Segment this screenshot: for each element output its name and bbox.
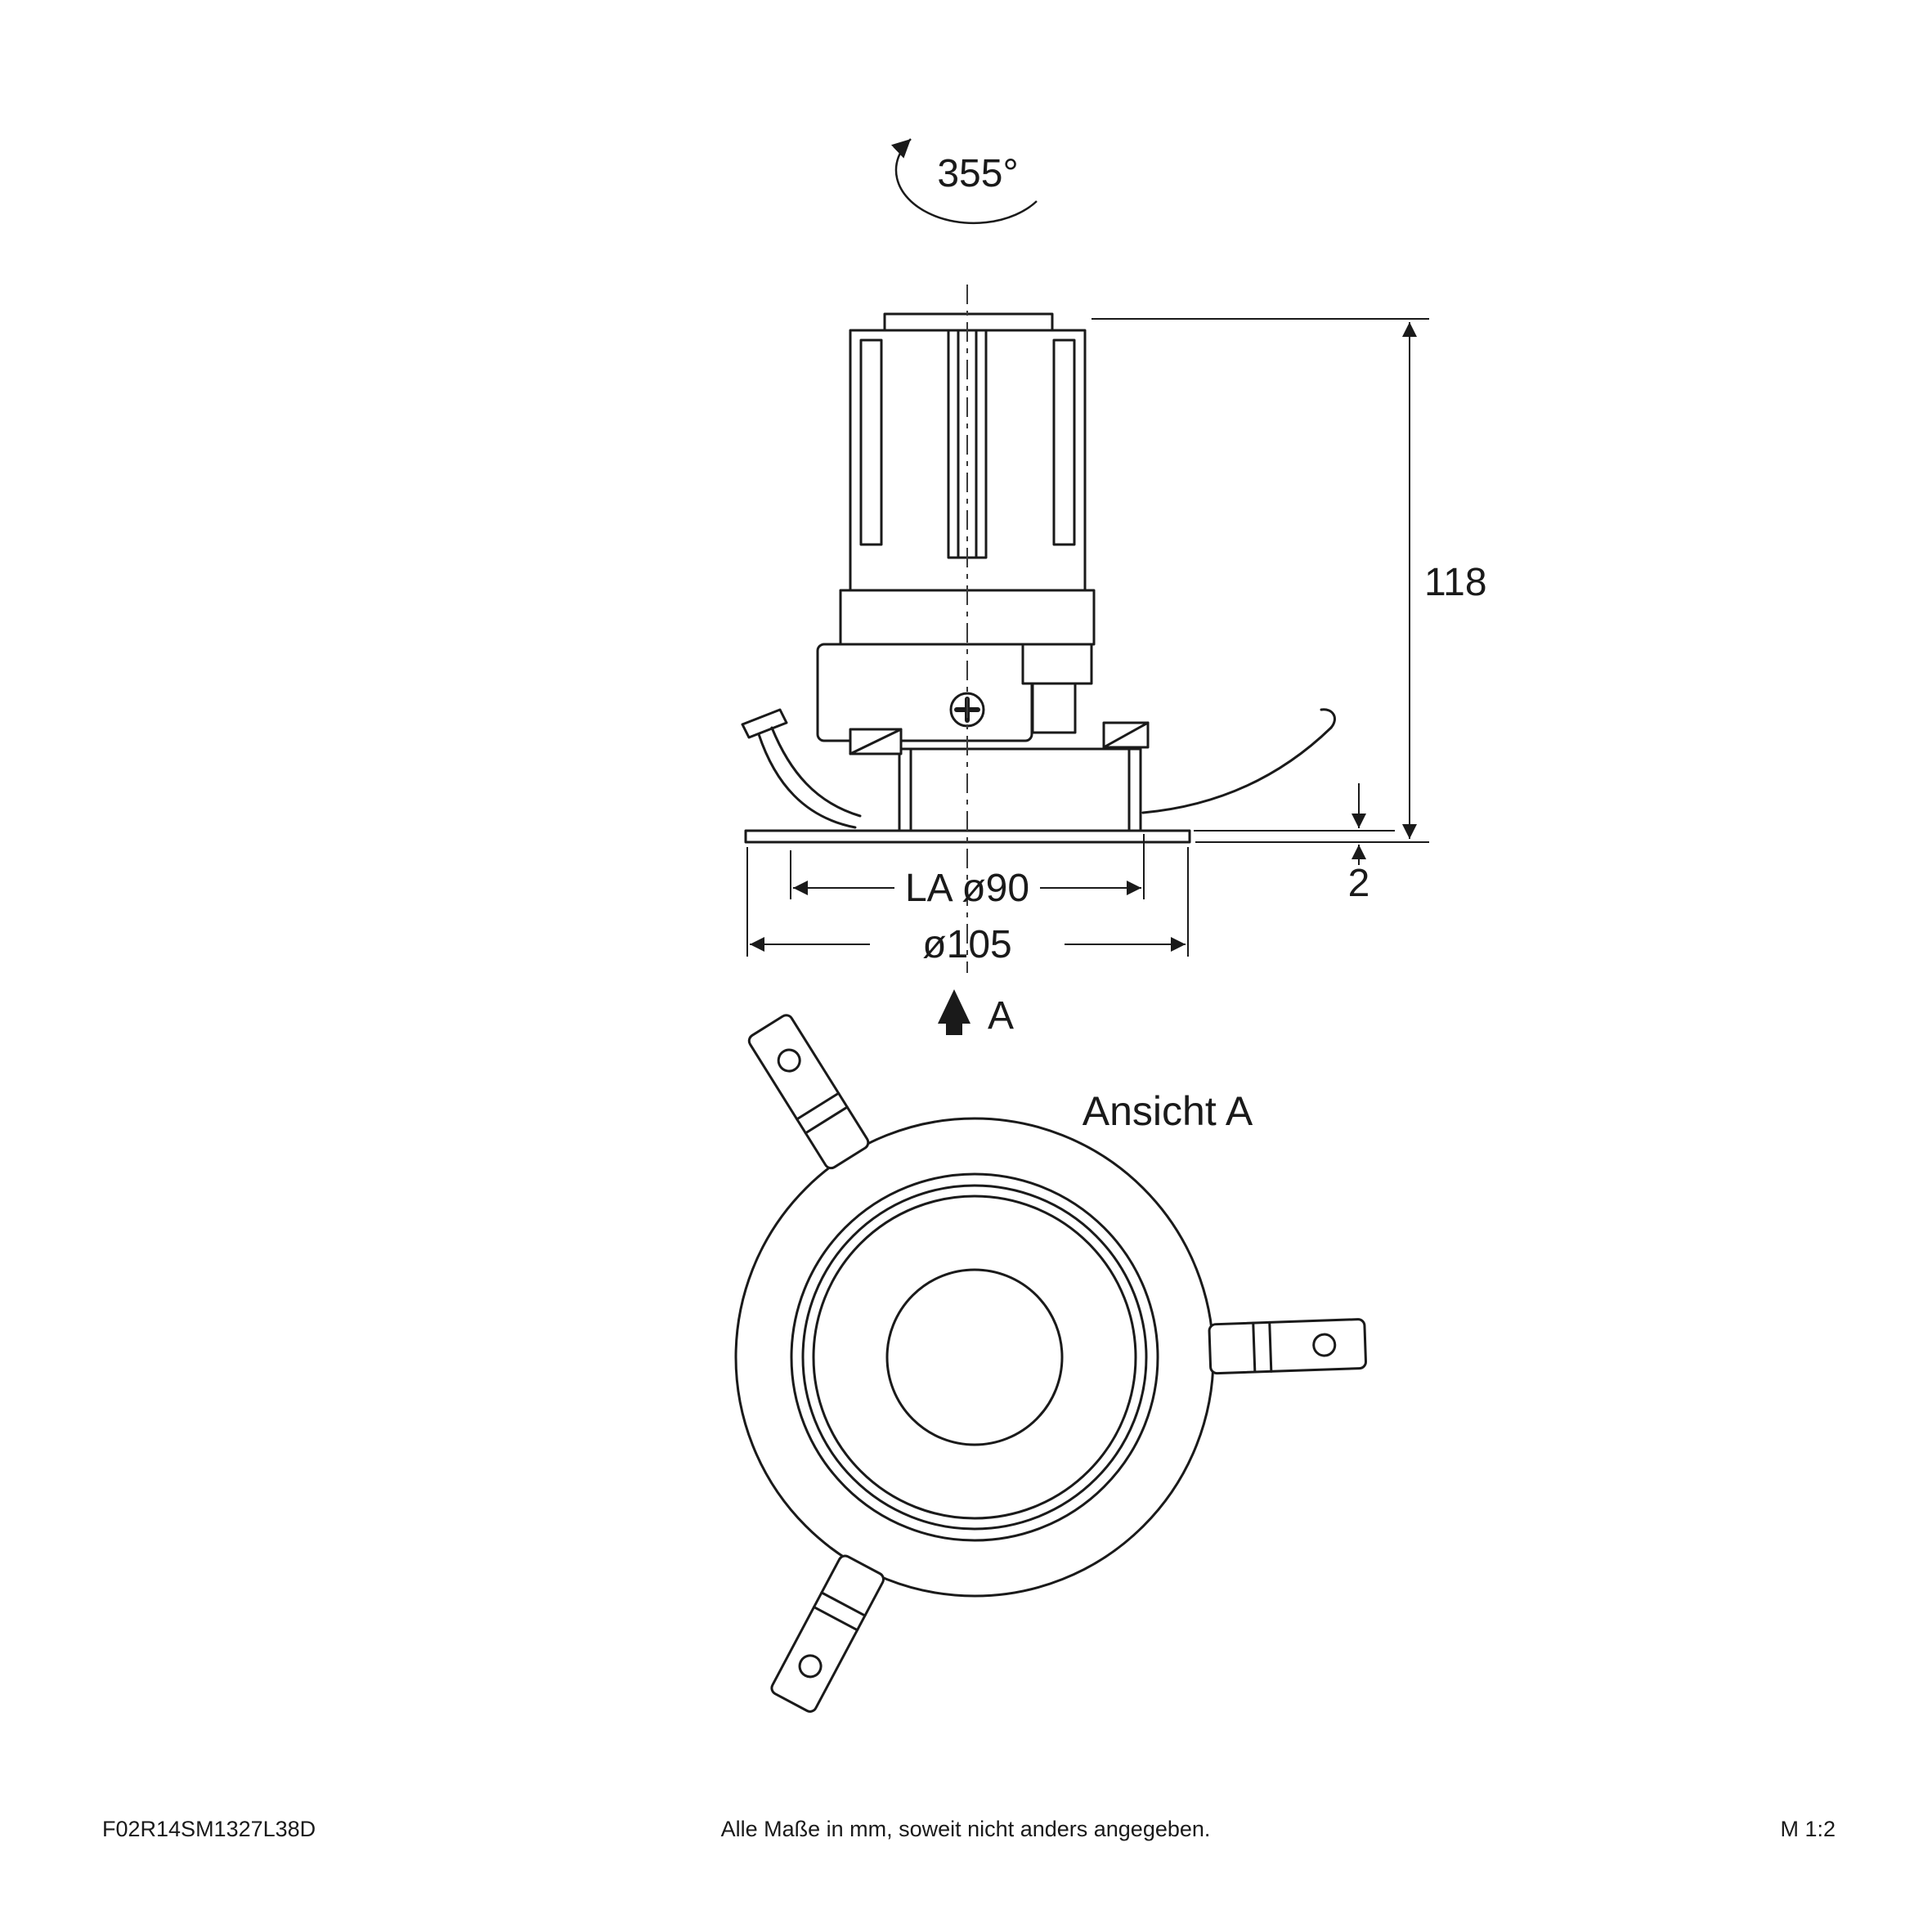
- rotation-indicator: 355°: [890, 138, 1038, 225]
- reflector-rim: [812, 1195, 1137, 1520]
- part-number-text: F02R14SM1327L38D: [102, 1817, 316, 1841]
- dimension-cutout-la90: LA ø90: [790, 834, 1145, 910]
- clip-fold-line: [813, 1606, 859, 1632]
- clip-fold-line: [820, 1591, 867, 1617]
- housing-box: [816, 643, 1033, 742]
- heatsink-slot-left: [859, 338, 883, 546]
- clip-fold-line: [1252, 1321, 1257, 1374]
- heatsink-slot-right: [1052, 338, 1076, 546]
- leaf-spring-left-outer: [757, 733, 857, 829]
- dimensions: 118 2 LA ø90 ø105 355°: [746, 138, 1487, 1038]
- scale-text: M 1:2: [1780, 1817, 1836, 1841]
- bezel-ring-inner: [801, 1184, 1148, 1531]
- dimension-flange-thickness-2: 2: [1194, 783, 1395, 905]
- footer: F02R14SM1327L38D Alle Maße in mm, soweit…: [102, 1817, 1836, 1841]
- clip-holder-right-diagonal: [1102, 721, 1150, 749]
- view-arrow-icon: [938, 989, 970, 1024]
- cutout-dimension-label: LA ø90: [905, 867, 1029, 910]
- mounting-module: [898, 747, 1142, 832]
- clip-arm: [1208, 1318, 1367, 1375]
- clip-fold-line: [1268, 1320, 1273, 1373]
- dimension-height-118: 118: [1092, 318, 1487, 843]
- lamp-top-cap: [883, 312, 1054, 332]
- height-dimension-label: 118: [1424, 561, 1487, 604]
- connection-wire-hook: [1320, 708, 1336, 729]
- diameter-dimension-label: ø105: [922, 923, 1011, 966]
- right-bracket-lower: [1031, 682, 1077, 734]
- dimension-diameter-105: ø105: [746, 847, 1189, 966]
- view-title-label: Ansicht A: [1083, 1088, 1253, 1134]
- spring-hook-left: [741, 708, 788, 739]
- right-bracket-upper: [1021, 643, 1093, 685]
- mounting-clip-upper-left: [747, 1014, 870, 1170]
- gear-housing: [816, 643, 1093, 742]
- clip-fold-line: [804, 1105, 849, 1135]
- leaf-spring-left-inner: [770, 726, 862, 818]
- trim-outer-circle: [734, 1117, 1215, 1598]
- bezel-ring-outer: [790, 1172, 1159, 1542]
- rotation-arc-arrow: [890, 138, 1038, 225]
- clip-hole: [777, 1048, 801, 1073]
- side-view-elevation: [741, 285, 1336, 973]
- top-view-ansicht-a: Ansicht A: [734, 1014, 1367, 1713]
- dimensions-note-text: Alle Maße in mm, soweit nicht anders ang…: [721, 1817, 1211, 1841]
- clip-holder-left-diagonal: [849, 728, 903, 755]
- clip-arm: [747, 1014, 870, 1170]
- lamp-aperture: [885, 1268, 1064, 1446]
- view-marker-label: A: [988, 994, 1014, 1038]
- clip-arm: [770, 1554, 885, 1713]
- mounting-clip-right: [1208, 1318, 1367, 1375]
- mounting-frame: [741, 708, 1336, 844]
- view-direction-marker: A: [938, 989, 1014, 1038]
- clip-fold-line: [796, 1092, 840, 1121]
- mounting-clip-lower-left: [770, 1554, 885, 1713]
- connection-wire: [1141, 726, 1333, 814]
- rotation-angle-label: 355°: [937, 152, 1018, 195]
- clip-hole: [1312, 1333, 1337, 1357]
- clip-hole: [798, 1654, 823, 1679]
- view-arrow-stem: [946, 1024, 962, 1035]
- flange-thickness-label: 2: [1348, 862, 1370, 905]
